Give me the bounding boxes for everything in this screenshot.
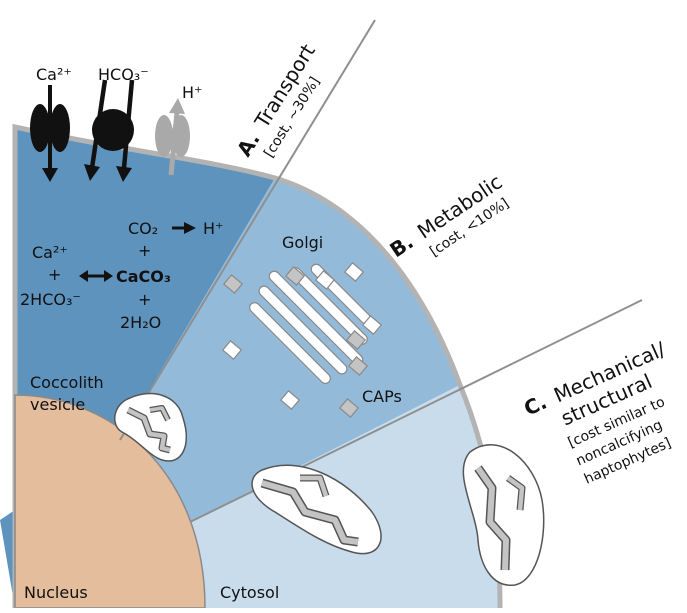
- caps-label: CAPs: [362, 387, 402, 406]
- reaction-h2o: 2H₂O: [120, 313, 161, 332]
- reaction-co2: CO₂: [128, 219, 158, 238]
- equilibrium-arrow-icon: [79, 270, 113, 282]
- bicarbonate-transporter-icon: [84, 79, 135, 182]
- reaction-hco3: 2HCO₃⁻: [20, 290, 81, 309]
- section-transport: A. Transport [cost, ~30%]: [232, 40, 323, 161]
- proton-pump-icon: [155, 98, 190, 176]
- golgi-vesicles: [221, 262, 383, 418]
- reaction-ca: Ca²⁺: [32, 243, 68, 262]
- coccolith-vesicle-label-2: vesicle: [30, 395, 85, 414]
- coccolith-vesicle-label-1: Coccolith: [30, 373, 104, 392]
- golgi-stack: [249, 263, 372, 384]
- reaction-arrow-icon: [184, 222, 196, 234]
- h-ion-label: H⁺: [182, 83, 202, 102]
- section-mechanical: C. Mechanical/ structural [cost similar …: [520, 337, 673, 488]
- reaction-plus-2: +: [48, 265, 61, 284]
- divider-transport: [119, 19, 376, 441]
- nucleus: [14, 394, 206, 609]
- hco3-ion-label: HCO₃⁻: [98, 65, 149, 84]
- ca-ion-label: Ca²⁺: [36, 65, 72, 84]
- section-metabolic: B. Metabolic [cost, <10%]: [385, 170, 512, 263]
- reaction-plus-3: +: [138, 290, 151, 309]
- reaction-plus-1: +: [138, 241, 151, 260]
- coccolith-vesicle-shape: [114, 392, 188, 462]
- calcification-reaction: CO₂ H⁺ + Ca²⁺ + CaCO₃ 2HCO₃⁻ + 2H₂O: [20, 219, 223, 332]
- golgi-label: Golgi: [282, 233, 323, 252]
- transport-zone: [0, 127, 275, 608]
- coccolith-mid-shape: [251, 464, 382, 555]
- cytosol-label: Cytosol: [220, 583, 279, 602]
- nucleus-label: Nucleus: [24, 583, 88, 602]
- coccolith-exterior-shape: [462, 444, 545, 586]
- reaction-caco3: CaCO₃: [116, 267, 171, 286]
- reaction-h: H⁺: [203, 219, 223, 238]
- calcium-channel-icon: [30, 85, 70, 182]
